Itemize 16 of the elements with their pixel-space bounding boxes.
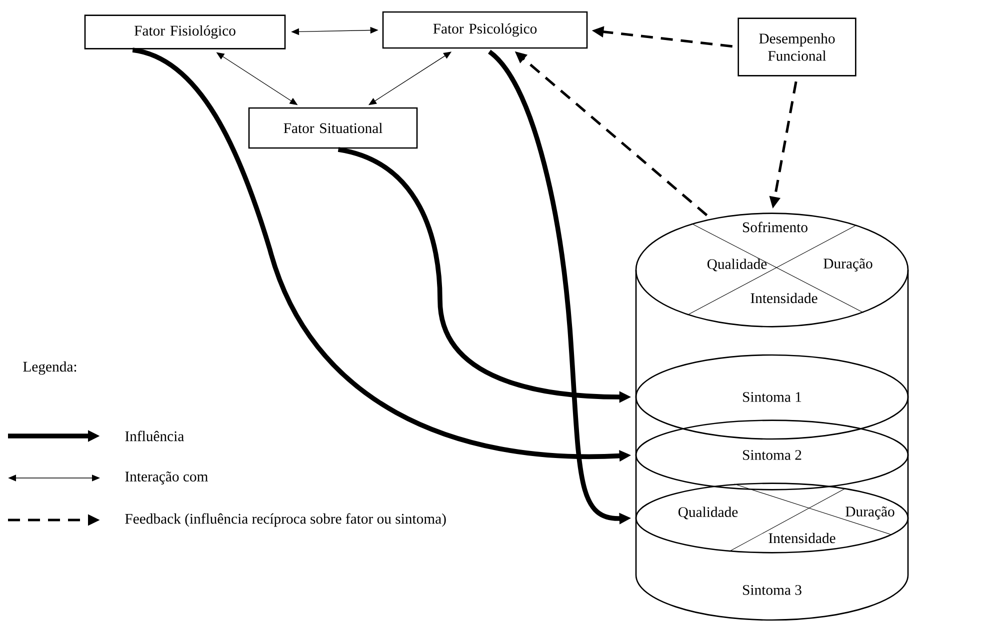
dimension-label: Sofrimento <box>743 222 808 232</box>
factor-box: Fator Fisiológico <box>84 14 286 50</box>
dimension-label: Sintoma 3 <box>743 585 802 595</box>
dimension-label: Qualidade <box>678 506 738 520</box>
legend-text: Interação com <box>125 472 208 484</box>
factor-box: Fator Situational <box>248 107 418 149</box>
dimension-label: Intensidade <box>768 532 836 544</box>
dimension-label: Duração <box>846 506 894 520</box>
legend-text: Influência <box>125 430 184 442</box>
dimension-label: Intensidade <box>750 292 818 304</box>
dimension-label: Duração <box>824 258 872 272</box>
dimension-label: Qualidade <box>707 258 767 272</box>
legend-text: Feedback (influência recíproca sobre fator ou sintoma) <box>125 513 446 527</box>
factor-box: Desempenho Funcional <box>738 18 856 76</box>
factor-box: Fator Psicológico <box>382 11 588 49</box>
legend-title: Legenda: <box>23 361 76 375</box>
